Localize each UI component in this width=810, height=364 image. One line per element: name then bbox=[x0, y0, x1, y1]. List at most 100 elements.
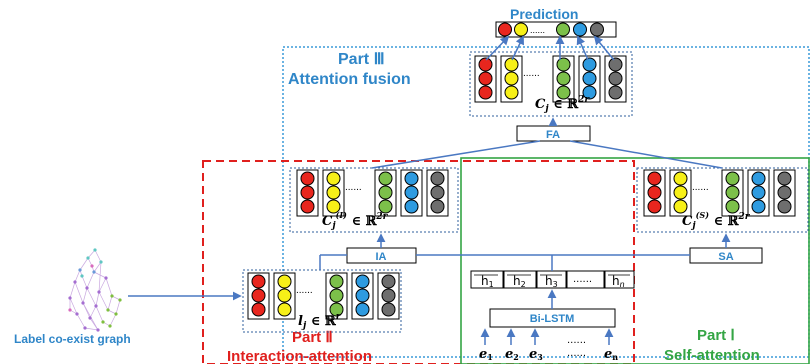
cell-circle bbox=[478, 71, 493, 86]
prediction-dots: ...... bbox=[530, 25, 545, 35]
graph-edge bbox=[79, 257, 89, 271]
hidden-state-row: h1 h2 h3 ...... hn bbox=[470, 270, 635, 289]
cell-circle bbox=[504, 85, 519, 100]
cell-dots: ...... bbox=[692, 182, 709, 193]
graph-node bbox=[106, 308, 110, 312]
graph-node bbox=[81, 301, 85, 305]
graph-edge bbox=[107, 295, 113, 311]
graph-edge bbox=[87, 249, 96, 259]
cell-circle bbox=[326, 199, 341, 214]
prediction-circle bbox=[556, 22, 570, 37]
part1-subtitle: Self-attention bbox=[664, 347, 760, 364]
prediction-title: Prediction bbox=[510, 6, 578, 22]
cell-circle bbox=[300, 185, 315, 200]
cell-circle bbox=[355, 302, 370, 317]
cell-circle bbox=[251, 288, 266, 303]
cji-cell-group: ...... bbox=[296, 169, 449, 217]
cell-circle bbox=[300, 199, 315, 214]
graph-edge bbox=[98, 291, 109, 311]
ia-label: IA bbox=[376, 251, 387, 263]
cell-circle bbox=[725, 199, 740, 214]
prediction-circle bbox=[573, 22, 587, 37]
cell-circle bbox=[378, 171, 393, 186]
cell-circle bbox=[504, 71, 519, 86]
cell-circle bbox=[777, 199, 792, 214]
lj-label: lj ∈ ℝr bbox=[298, 312, 342, 331]
cell-circle bbox=[673, 171, 688, 186]
part2-subtitle: Interaction-attention bbox=[227, 348, 372, 364]
cell-circle bbox=[355, 274, 370, 289]
cell-circle bbox=[582, 71, 597, 86]
graph-edge bbox=[115, 299, 121, 315]
cell-circle bbox=[329, 302, 344, 317]
cell-circle bbox=[329, 288, 344, 303]
cell-circle bbox=[556, 71, 571, 86]
part3-subtitle: Attention fusion bbox=[288, 71, 411, 88]
cell-circle bbox=[673, 185, 688, 200]
cell-circle bbox=[582, 57, 597, 72]
cell-circle bbox=[751, 185, 766, 200]
prediction-circle bbox=[590, 22, 604, 37]
cell-circle bbox=[430, 185, 445, 200]
fa-label: FA bbox=[546, 129, 560, 141]
graph-node bbox=[94, 304, 98, 308]
cell-circle bbox=[673, 199, 688, 214]
cell-dots: ...... bbox=[345, 182, 362, 193]
cell-circle bbox=[277, 302, 292, 317]
hidden-dots: ...... bbox=[573, 274, 592, 285]
graph-label: Label co-exist graph bbox=[14, 332, 131, 346]
graph-edge bbox=[76, 313, 86, 329]
graph-edge bbox=[81, 275, 88, 289]
cjs-label: Cj(S) ∈ ℝ2r bbox=[682, 210, 751, 231]
cell-circle bbox=[647, 185, 662, 200]
cell-circle bbox=[355, 288, 370, 303]
hidden-h1: h1 bbox=[481, 274, 494, 289]
hidden-h2: h2 bbox=[513, 274, 526, 289]
lj-panel bbox=[242, 269, 402, 333]
hidden-hn: hn bbox=[612, 274, 625, 289]
cell-circle bbox=[608, 71, 623, 86]
cell-circle bbox=[608, 57, 623, 72]
graph-node bbox=[101, 320, 105, 324]
embed-en: en bbox=[604, 347, 618, 362]
cell-circle bbox=[478, 85, 493, 100]
cell-circle bbox=[430, 199, 445, 214]
cell-circle bbox=[326, 171, 341, 186]
graph-node bbox=[78, 268, 82, 272]
cell-circle bbox=[608, 85, 623, 100]
graph-node bbox=[90, 264, 94, 268]
sa-label: SA bbox=[718, 251, 733, 263]
cell-circle bbox=[277, 288, 292, 303]
graph-node bbox=[97, 290, 101, 294]
embed-dots-upper: ...... bbox=[567, 335, 586, 346]
cell-circle bbox=[378, 199, 393, 214]
graph-node bbox=[110, 294, 114, 298]
graph-edge bbox=[74, 281, 84, 304]
cjs-panel bbox=[636, 167, 809, 233]
cell-circle bbox=[478, 57, 493, 72]
graph-node bbox=[114, 312, 118, 316]
graph-edge bbox=[69, 297, 78, 315]
cell-circle bbox=[404, 199, 419, 214]
graph-node bbox=[86, 256, 90, 260]
graph-edge bbox=[98, 277, 107, 293]
part1-title: Part Ⅰ bbox=[697, 327, 735, 344]
cj-panel bbox=[469, 51, 633, 117]
cell-circle bbox=[582, 85, 597, 100]
part3-title: Part Ⅲ bbox=[338, 51, 385, 68]
cell-circle bbox=[777, 185, 792, 200]
embed-e2: e2 bbox=[505, 347, 519, 362]
cell-circle bbox=[381, 302, 396, 317]
cell-circle bbox=[777, 171, 792, 186]
label-graph-icon bbox=[68, 248, 122, 332]
graph-edge bbox=[98, 261, 102, 293]
cell-circle bbox=[556, 57, 571, 72]
connectors bbox=[128, 35, 731, 345]
graph-node bbox=[83, 326, 87, 330]
graph-node bbox=[88, 316, 92, 320]
cjs-cell-group: ...... bbox=[643, 169, 796, 217]
graph-edge bbox=[84, 327, 99, 331]
graph-edge bbox=[109, 313, 117, 327]
cell-circle bbox=[300, 171, 315, 186]
graph-edge bbox=[95, 291, 100, 307]
